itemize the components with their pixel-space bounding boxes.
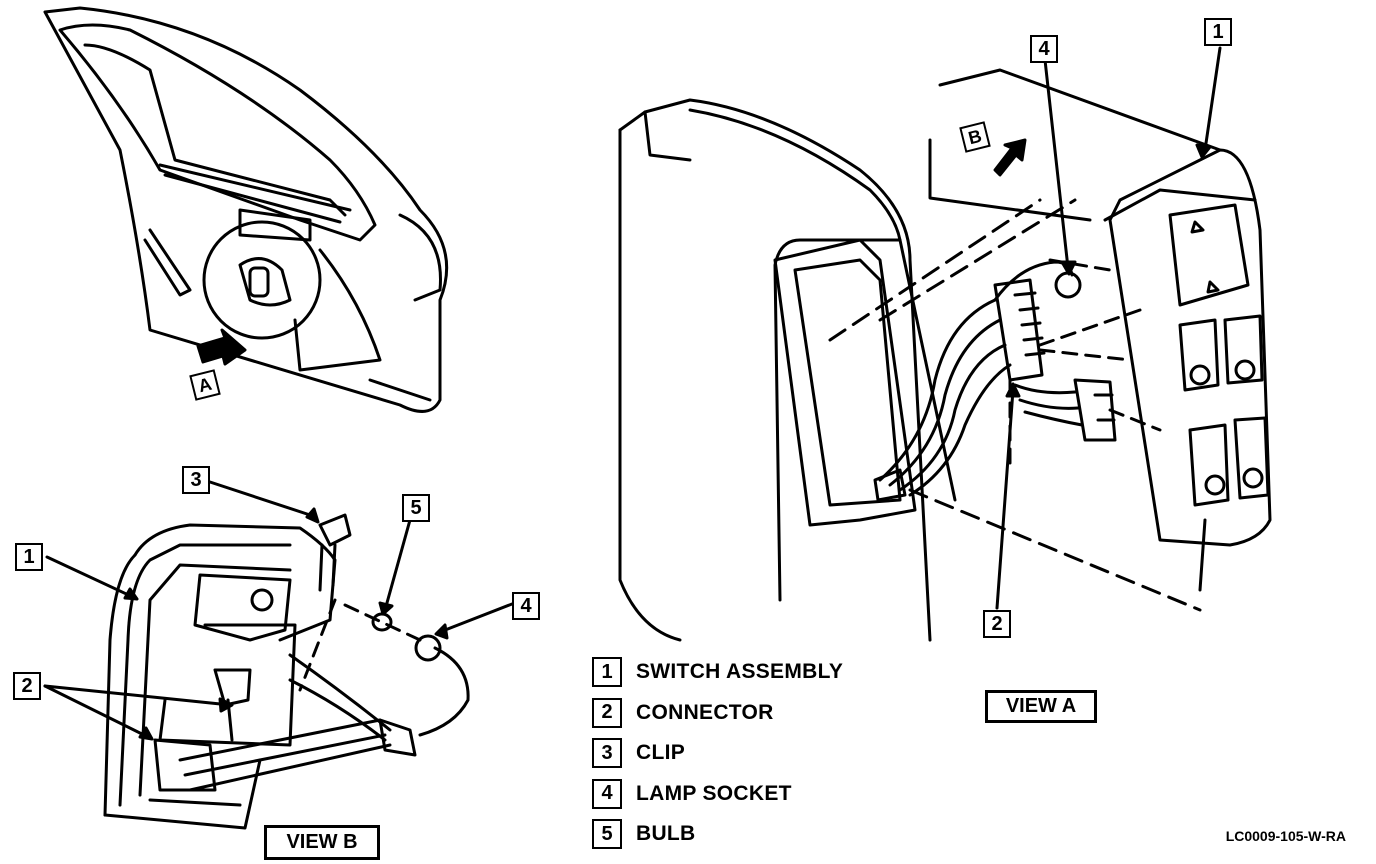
- figure-code: LC0009-105-W-RA: [1225, 828, 1346, 844]
- door-overview: [43, 6, 449, 413]
- callout-view-a-4: 4: [1030, 35, 1058, 63]
- legend-label: LAMP SOCKET: [636, 781, 792, 805]
- view-a-label: VIEW A: [985, 690, 1097, 723]
- parts-legend: 1 SWITCH ASSEMBLY 2 CONNECTOR 3 CLIP 4 L…: [592, 652, 843, 855]
- view-a-artwork: [618, 68, 1272, 642]
- view-b-artwork: [103, 513, 470, 830]
- legend-label: CONNECTOR: [636, 700, 774, 724]
- legend-item: 1 SWITCH ASSEMBLY: [592, 652, 843, 693]
- callout-view-b-5: 5: [402, 494, 430, 522]
- callout-view-b-1: 1: [15, 543, 43, 571]
- legend-item: 5 BULB: [592, 814, 843, 855]
- callout-view-b-3: 3: [182, 466, 210, 494]
- legend-label: SWITCH ASSEMBLY: [636, 660, 844, 684]
- legend-number: 1: [592, 657, 622, 688]
- callout-view-b-4: 4: [512, 592, 540, 620]
- legend-item: 4 LAMP SOCKET: [592, 774, 843, 815]
- legend-number: 2: [592, 697, 622, 728]
- callout-view-b-2: 2: [13, 672, 41, 700]
- callout-view-a-1: 1: [1204, 18, 1232, 46]
- legend-number: 5: [592, 819, 622, 850]
- legend-item: 3 CLIP: [592, 733, 843, 774]
- legend-number: 3: [592, 738, 622, 769]
- legend-label: CLIP: [636, 741, 686, 765]
- view-b-label: VIEW B: [264, 825, 380, 860]
- legend-number: 4: [592, 778, 622, 809]
- legend-label: BULB: [636, 822, 696, 846]
- legend-item: 2 CONNECTOR: [592, 693, 843, 734]
- callout-view-a-2: 2: [983, 610, 1011, 638]
